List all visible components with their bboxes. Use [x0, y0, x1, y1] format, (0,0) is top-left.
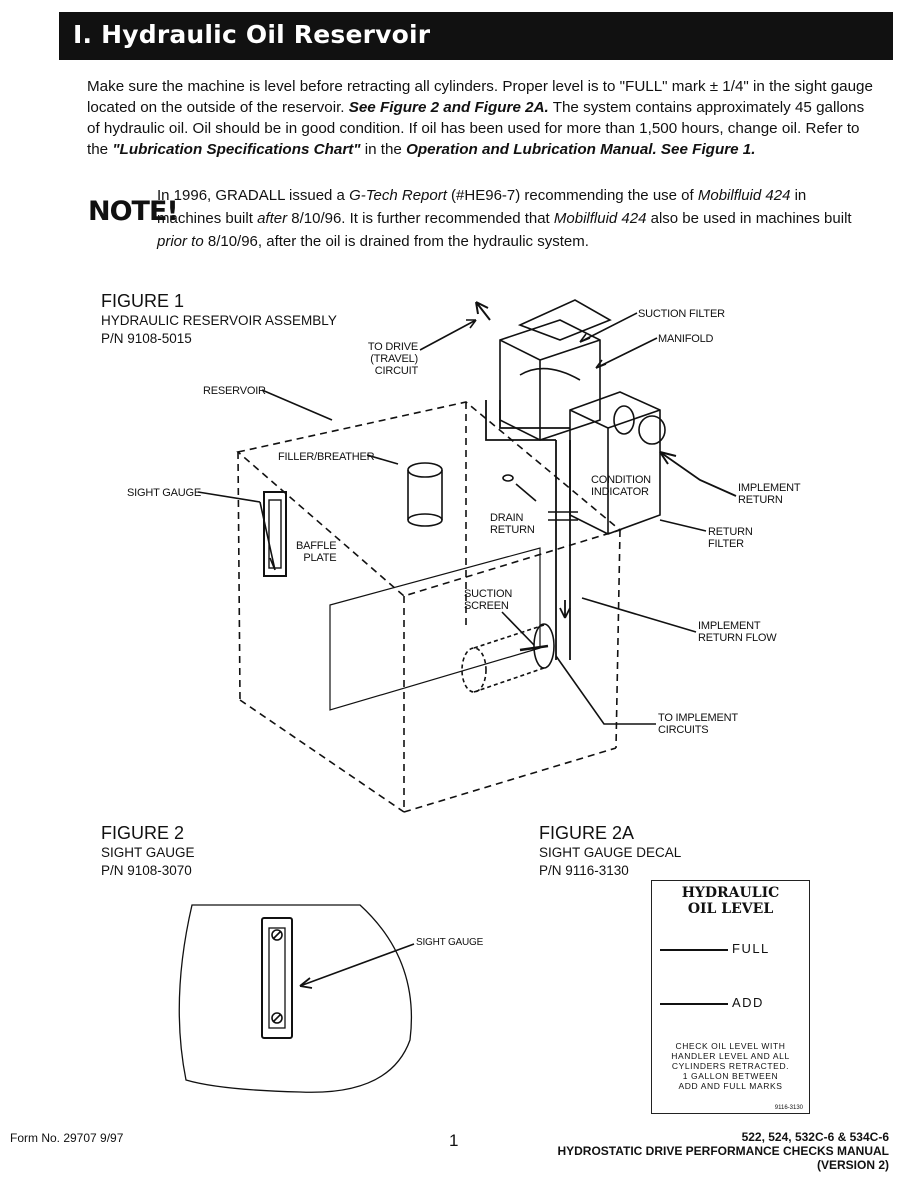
figure2a-caption: FIGURE 2A SIGHT GAUGE DECAL P/N 9116-313…	[539, 822, 681, 880]
note-a: In 1996, GRADALL issued a	[157, 187, 350, 204]
figure2a-title: FIGURE 2A	[539, 823, 635, 843]
label-to-implement-1: TO IMPLEMENT	[658, 712, 738, 724]
figure1-title: FIGURE 1	[101, 291, 185, 311]
note-i: also be used in machines built	[646, 210, 852, 227]
figure2-title: FIGURE 2	[101, 823, 185, 843]
figure1-subtitle: HYDRAULIC RESERVOIR ASSEMBLY	[101, 313, 337, 328]
label-return-filter-2: FILTER	[708, 538, 744, 550]
page-number: 1	[449, 1131, 459, 1150]
intro-text-2: The system contains approximately 45 gal…	[87, 99, 865, 158]
decal-title-1: HYDRAULIC	[681, 885, 780, 901]
label-drain-1: DRAIN	[490, 512, 524, 524]
section-title-bar: I. Hydraulic Oil Reservoir	[59, 12, 893, 60]
decal-pn: 9116-3130	[774, 1105, 803, 1111]
label-suction-screen-2: SCREEN	[464, 600, 509, 612]
label-implement-flow-2: RETURN FLOW	[698, 632, 777, 644]
note-h: Mobilfluid 424	[553, 210, 647, 227]
form-number: Form No. 29707 9/97	[10, 1131, 124, 1145]
label-baffle-2: PLATE	[303, 552, 337, 564]
intro-paragraph: Make sure the machine is level before re…	[87, 76, 877, 160]
figure1-caption: FIGURE 1 HYDRAULIC RESERVOIR ASSEMBLY P/…	[101, 290, 337, 348]
label-suction-screen-1: SUCTION	[464, 588, 513, 600]
note-k: 8/10/96, after the oil is drained from t…	[203, 233, 589, 250]
label-to-implement-2: CIRCUITS	[658, 724, 709, 736]
label-reservoir: RESERVOIR	[203, 385, 266, 397]
decal-check-2: HANDLER LEVEL AND ALL	[671, 1051, 790, 1061]
note-c: (#HE96-7) recommending the use of	[446, 187, 698, 204]
label-implement-flow-1: IMPLEMENT	[698, 620, 761, 632]
figure2-caption: FIGURE 2 SIGHT GAUGE P/N 9108-3070	[101, 822, 195, 880]
label-filler: FILLER/BREATHER	[278, 451, 375, 463]
label-condition-2: INDICATOR	[591, 486, 649, 498]
manual-models: 522, 524, 532C-6 & 534C-6	[741, 1130, 889, 1144]
decal-check-1: CHECK OIL LEVEL WITH	[675, 1041, 786, 1051]
decal-full: FULL	[732, 941, 770, 956]
note-label: NOTE!	[88, 196, 179, 227]
intro-text-3: in the	[360, 141, 407, 158]
figure2-subtitle: SIGHT GAUGE	[101, 845, 195, 860]
manual-title: 522, 524, 532C-6 & 534C-6 HYDROSTATIC DR…	[557, 1130, 889, 1172]
section-title: I. Hydraulic Oil Reservoir	[73, 20, 431, 49]
label-manifold: MANIFOLD	[658, 333, 714, 345]
figure2a-subtitle: SIGHT GAUGE DECAL	[539, 845, 682, 860]
intro-text-1: Make sure the machine is level before re…	[87, 78, 873, 116]
label-return-filter-1: RETURN	[708, 526, 753, 538]
intro-ref-manual: Operation and Lubrication Manual. See Fi…	[406, 141, 756, 158]
label-sight-gauge: SIGHT GAUGE	[127, 487, 201, 499]
note-b: G-Tech Report	[349, 187, 447, 204]
figure2-pn: P/N 9108-3070	[101, 863, 192, 878]
figure1-pn: P/N 9108-5015	[101, 331, 192, 346]
note-f: after	[257, 210, 288, 227]
intro-ref-chart: "Lubrication Specifications Chart"	[112, 141, 361, 158]
label-drain-2: RETURN	[490, 524, 535, 536]
label-implement-return-1: IMPLEMENT	[738, 482, 801, 494]
decal-check-3: CYLINDERS RETRACTED.	[671, 1061, 790, 1071]
label-implement-return-2: RETURN	[738, 494, 783, 506]
manual-name: HYDROSTATIC DRIVE PERFORMANCE CHECKS MAN…	[557, 1144, 889, 1158]
note-j: prior to	[157, 233, 204, 250]
note-d: Mobilfluid 424	[697, 187, 791, 204]
note-g: 8/10/96. It is further recommended that	[287, 210, 554, 227]
label-to-drive-2: (TRAVEL) CIRCUIT	[370, 353, 418, 377]
decal-title-2: OIL LEVEL	[687, 901, 774, 917]
figure2-label: SIGHT GAUGE	[416, 937, 484, 948]
label-suction-filter: SUCTION FILTER	[638, 308, 725, 320]
label-to-drive-1: TO DRIVE	[367, 341, 418, 353]
decal-add: ADD	[732, 995, 764, 1010]
manual-version: (VERSION 2)	[816, 1158, 889, 1172]
figure2a-pn: P/N 9116-3130	[539, 863, 629, 878]
decal-instructions: CHECK OIL LEVEL WITH HANDLER LEVEL AND A…	[652, 1041, 809, 1091]
note-e: in machines built	[157, 187, 807, 227]
label-to-drive-b: (TRAVEL) CIRCUIT	[326, 353, 418, 377]
note-text: In 1996, GRADALL issued a G-Tech Report …	[157, 184, 857, 253]
label-baffle-1: BAFFLE	[296, 540, 337, 552]
label-to-drive: TO DRIVE	[350, 341, 418, 353]
decal-check-5: ADD AND FULL MARKS	[678, 1081, 783, 1091]
decal-check-4: 1 GALLON BETWEEN	[682, 1071, 779, 1081]
intro-ref-figures: See Figure 2 and Figure 2A.	[348, 99, 549, 116]
add-line	[660, 1003, 728, 1005]
full-line	[660, 949, 728, 951]
label-condition-1: CONDITION	[591, 474, 651, 486]
